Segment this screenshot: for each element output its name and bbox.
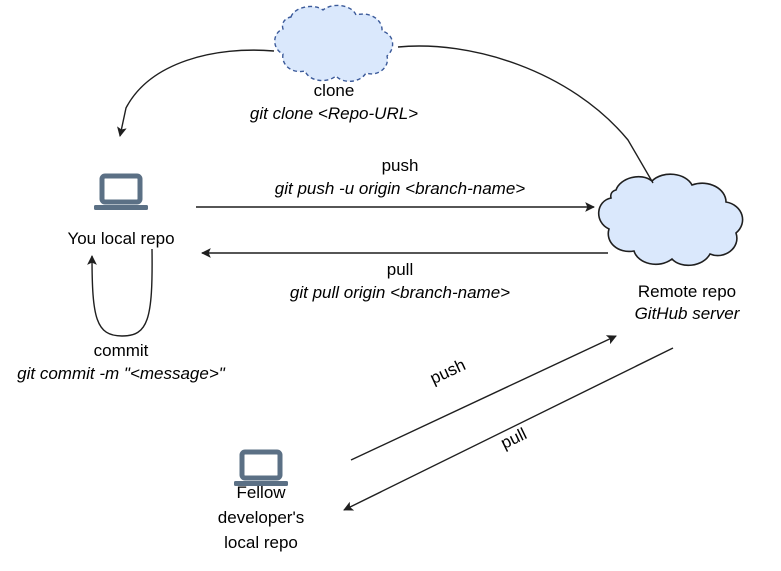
fellow-repo-label-line3: local repo xyxy=(224,533,298,552)
commit-label: commit xyxy=(93,341,149,360)
clone-label: clone xyxy=(313,81,355,100)
remote-repo-label: Remote repo xyxy=(637,282,737,301)
clone-cloud xyxy=(274,4,394,82)
local-repo-label: You local repo xyxy=(67,229,175,248)
clone-command-label: git clone <Repo-URL> xyxy=(249,104,419,123)
pull-label: pull xyxy=(386,260,414,279)
fellow-developer-laptop xyxy=(234,449,288,486)
pull-command-label: git pull origin <branch-name> xyxy=(289,283,511,302)
remote-repo-subtitle: GitHub server xyxy=(634,304,740,323)
clone-edge xyxy=(117,49,275,137)
local-repo-laptop xyxy=(94,173,148,210)
push-label: push xyxy=(381,156,419,175)
clone-source-edge xyxy=(397,45,654,184)
push-command-label: git push -u origin <branch-name> xyxy=(274,179,526,198)
fellow-pull-edge xyxy=(343,347,674,511)
fellow-repo-label-line1: Fellow xyxy=(236,483,286,502)
commit-loop-edge xyxy=(87,248,153,337)
commit-command-label: git commit -m "<message>" xyxy=(17,364,225,383)
fellow-push-edge xyxy=(350,335,617,461)
remote-cloud xyxy=(597,173,744,267)
fellow-repo-label-line2: developer's xyxy=(217,508,305,527)
